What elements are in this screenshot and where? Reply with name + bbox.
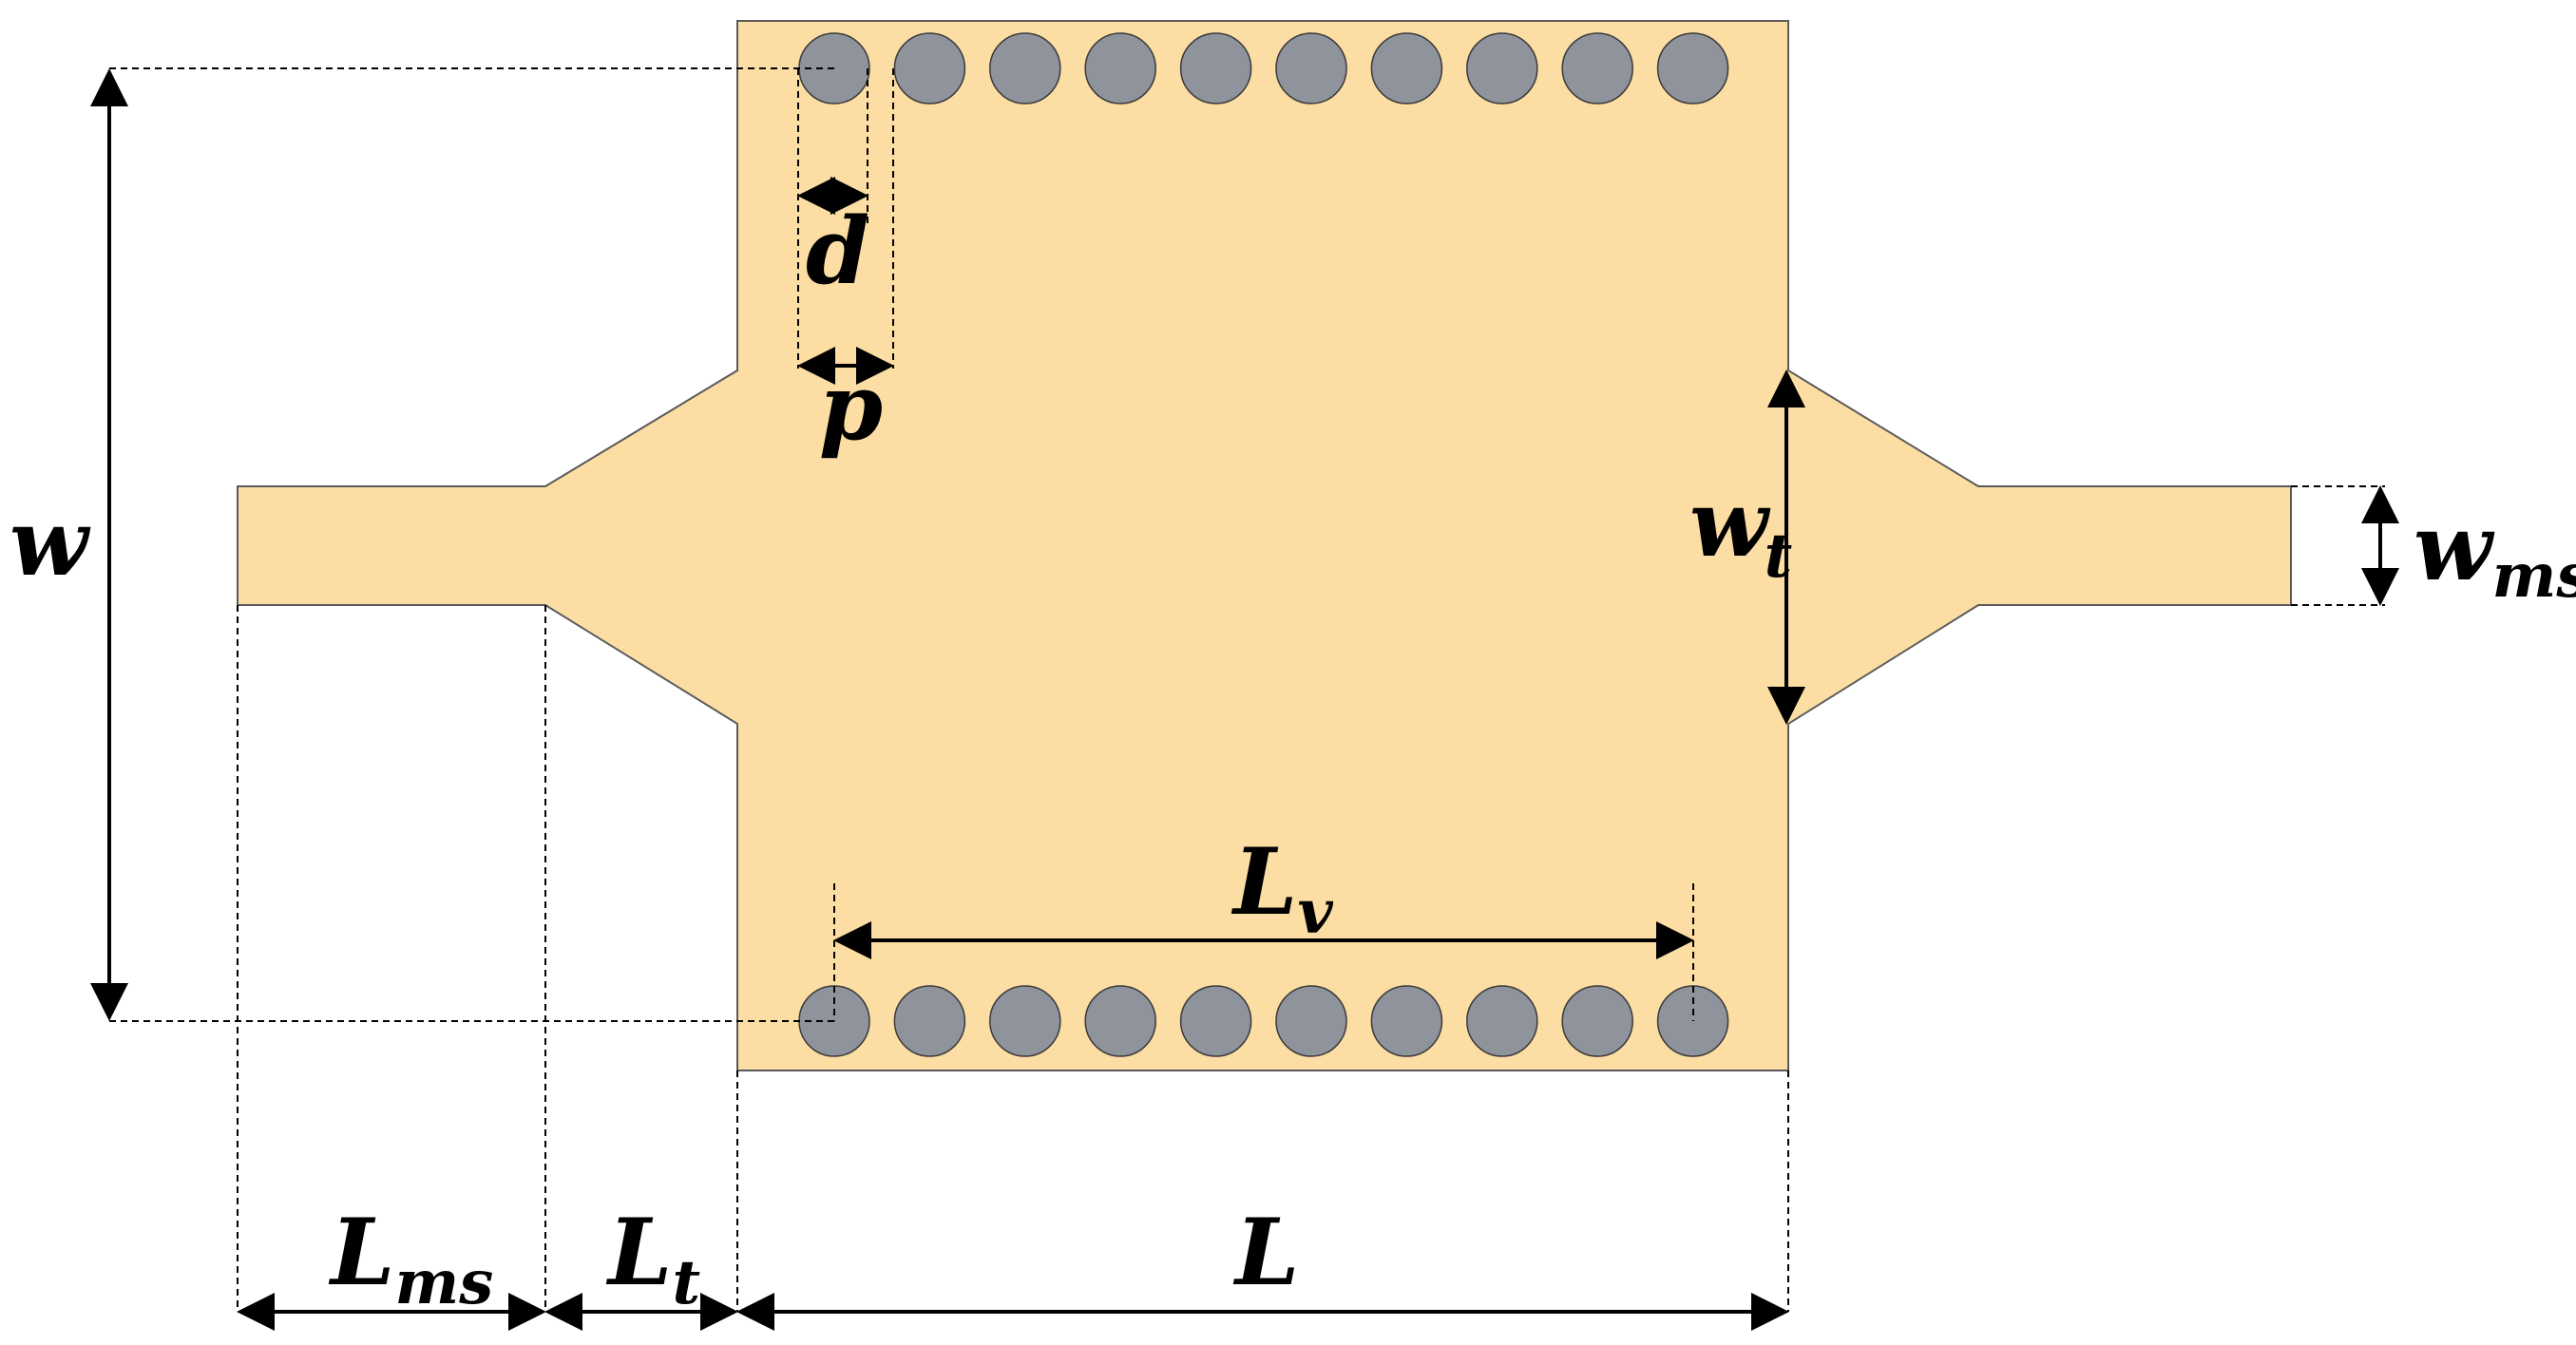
- label-lms: Lms: [328, 1199, 493, 1318]
- via-bottom-4: [1084, 985, 1156, 1057]
- via-bottom-5: [1179, 985, 1252, 1057]
- via-bottom-9: [1561, 985, 1633, 1057]
- label-wt: wt: [1689, 470, 1792, 592]
- label-lt: Lt: [605, 1199, 700, 1318]
- label-d: d: [806, 198, 869, 305]
- via-top-6: [1275, 32, 1347, 104]
- via-top-8: [1466, 32, 1538, 104]
- via-bottom-8: [1466, 985, 1538, 1057]
- dimension-arrows: [90, 68, 2399, 1331]
- via-top-4: [1084, 32, 1156, 104]
- label-l: L: [1232, 1199, 1300, 1306]
- extension-lines: [109, 67, 2385, 1312]
- via-bottom-7: [1370, 985, 1443, 1057]
- via-top-3: [989, 32, 1061, 104]
- via-bottom-6: [1275, 985, 1347, 1057]
- label-wms: wms: [2414, 494, 2576, 612]
- label-lv: Lv: [1231, 828, 1334, 948]
- via-bottom-2: [893, 985, 966, 1057]
- label-w: w: [10, 489, 91, 597]
- dimension-labels: w d p wt wms Lv Lms Lt L: [10, 198, 2576, 1318]
- via-top-10: [1656, 32, 1729, 104]
- via-top-5: [1179, 32, 1252, 104]
- via-row-top: [798, 32, 1729, 104]
- via-top-2: [893, 32, 966, 104]
- via-top-9: [1561, 32, 1633, 104]
- label-p: p: [819, 353, 883, 461]
- via-bottom-3: [989, 985, 1061, 1057]
- via-top-7: [1370, 32, 1443, 104]
